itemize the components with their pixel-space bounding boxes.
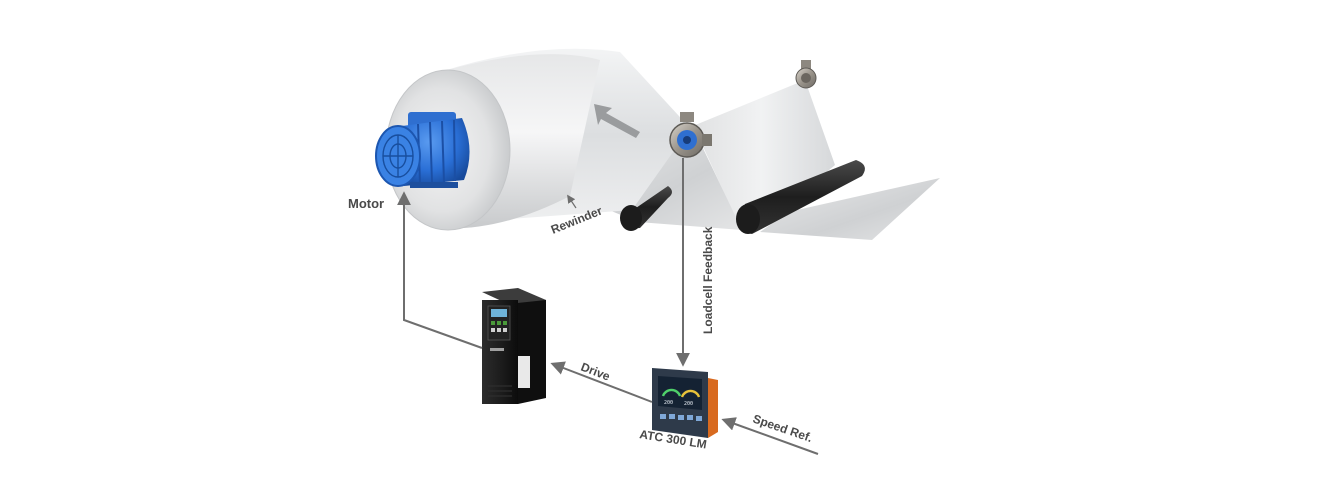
rewinder-pointer-line [567,194,577,209]
drive-brand-logo [490,348,504,351]
film-exit-sheet [760,178,940,240]
idler-roller-right [736,160,865,234]
drive-vents [488,385,512,397]
drive-label-sticker [518,356,530,388]
controller-value-left: 200 [664,400,673,406]
controller-gauge-right: 200 [680,389,701,407]
drive-top [482,288,546,304]
motor-fins [417,119,456,185]
drive-display [491,309,507,317]
motor-fan-grille-icon [382,134,414,178]
signal-lines [397,158,819,455]
drive-buttons [491,321,507,332]
loadcell-feedback-label: Loadcell Feedback [701,226,715,334]
controller-case-side [708,378,718,438]
motor-label: Motor [348,196,384,211]
motor [375,112,470,188]
speed-ref-line [721,417,819,455]
direction-arrow-icon [594,104,640,138]
motor-feet [410,182,458,188]
motor-feed-line [397,191,483,349]
controller-value-right: 200 [684,401,693,407]
controller-unit: 200 200 [652,368,718,438]
drive-signal-line [550,361,653,403]
speed-ref-label: Speed Ref. [751,412,814,445]
loadcell-front [669,112,712,158]
idler-roller-left [620,186,672,231]
controller-keys [660,414,702,421]
controller-screen [658,376,702,410]
loadcell-rear [795,60,817,89]
drive-unit [482,288,546,404]
controller-gauge-left: 200 [661,388,682,406]
